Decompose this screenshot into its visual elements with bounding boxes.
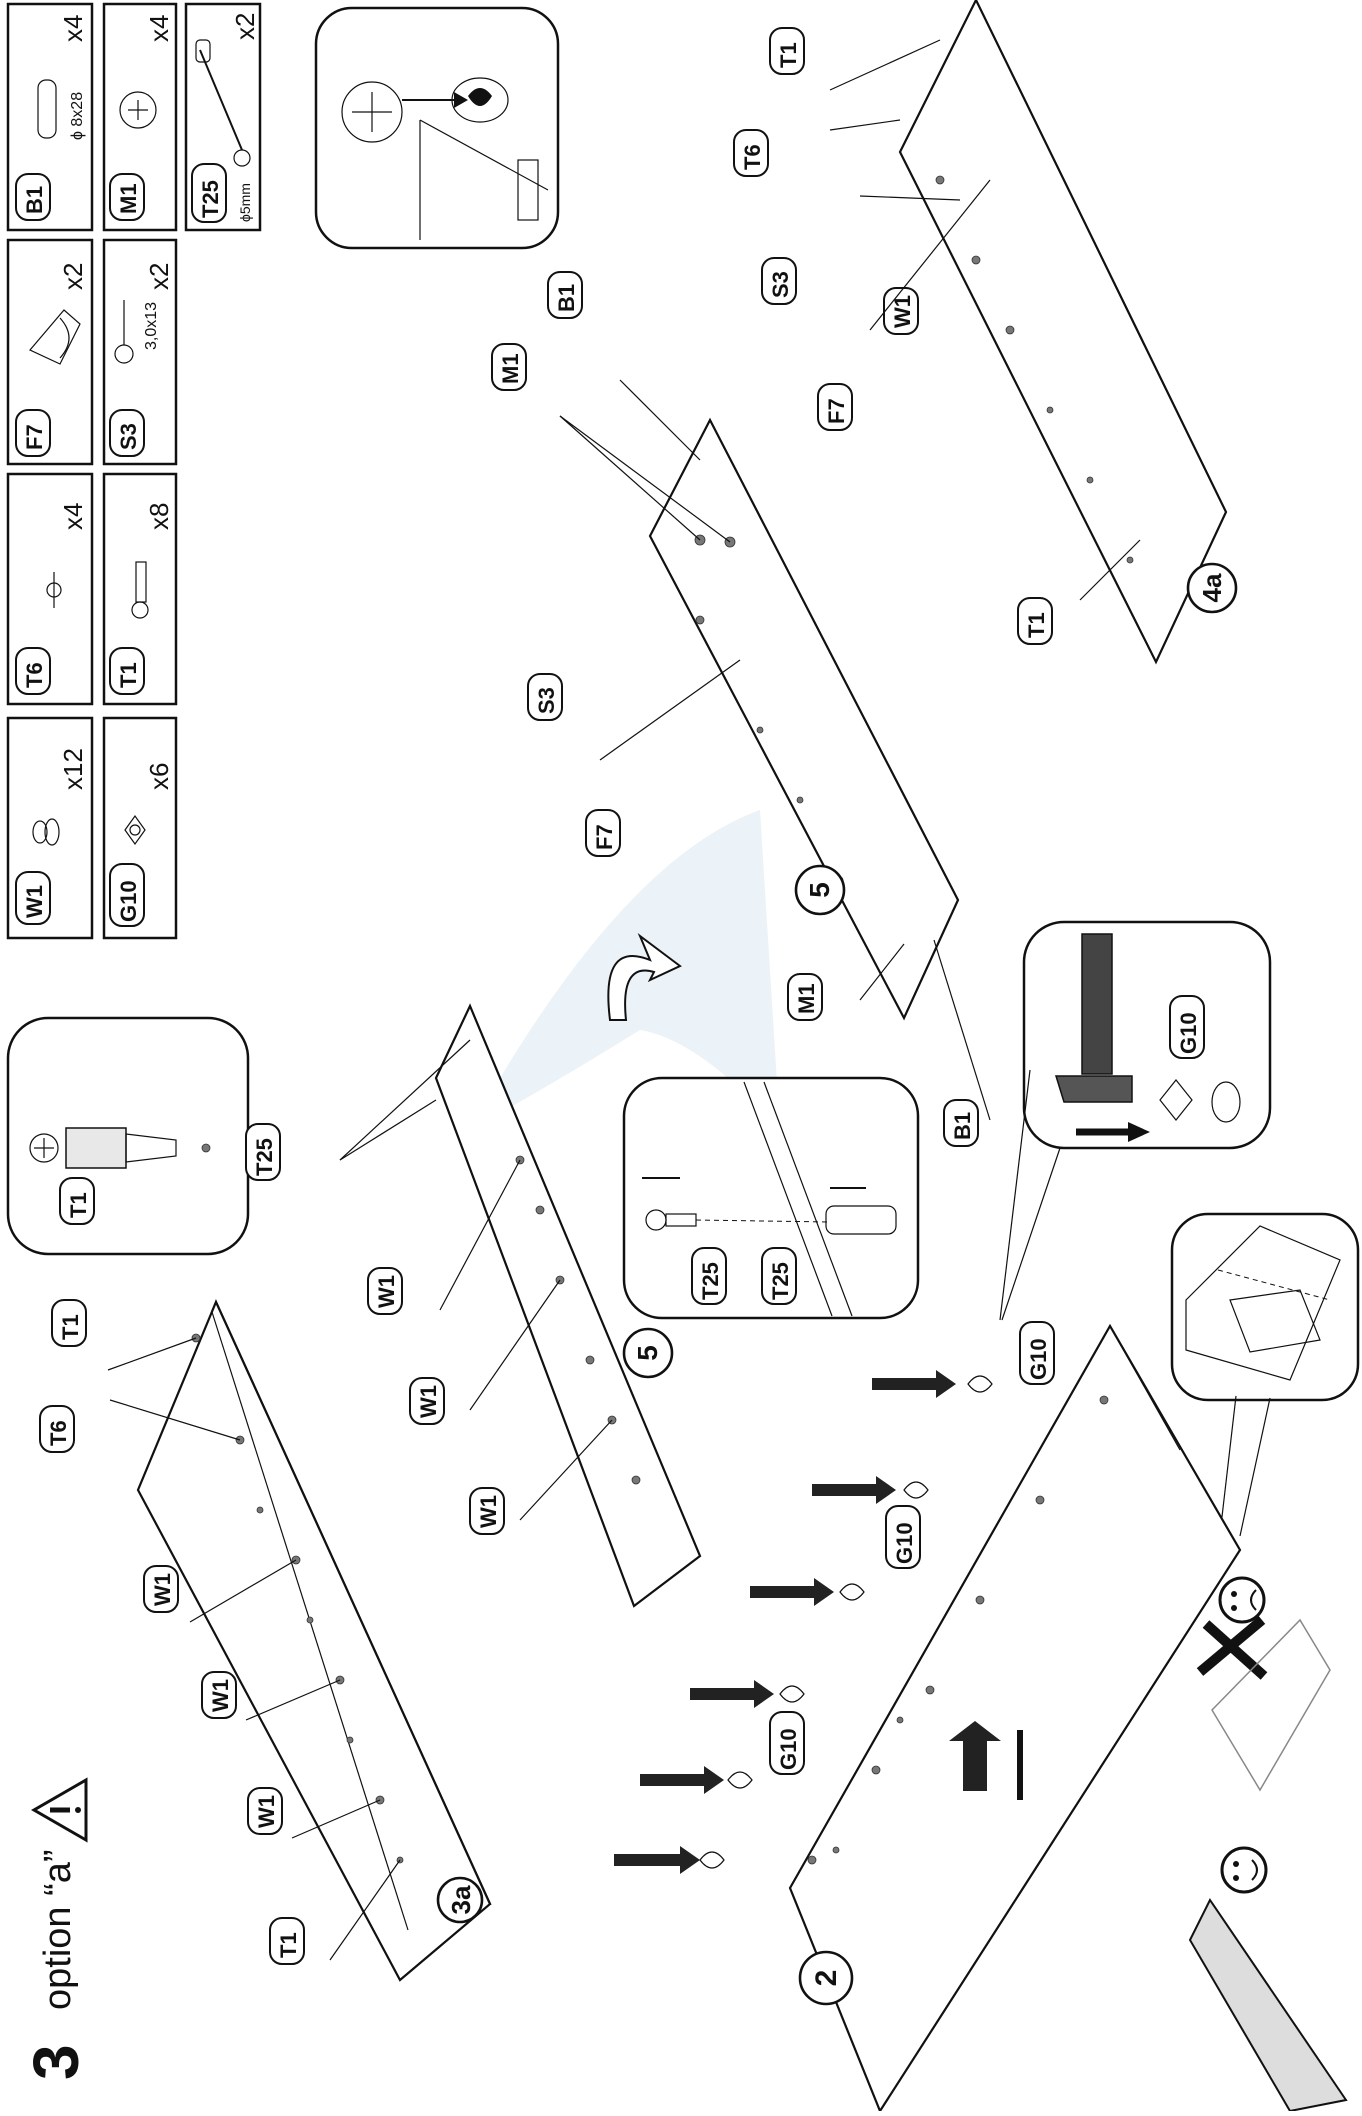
furniture-glide-icon <box>124 814 146 846</box>
part-code-g10: G10 <box>116 880 141 922</box>
callout-b1-bottom: B1 <box>950 1112 975 1140</box>
callout-w1-a: W1 <box>150 1573 175 1606</box>
detail-label-t25-a: T25 <box>698 1262 723 1300</box>
callout-w1-f: W1 <box>476 1495 501 1528</box>
callout-w1-c: W1 <box>254 1795 279 1828</box>
part-code-t25: T25 <box>198 180 223 218</box>
bolt-t25-icon <box>195 39 251 167</box>
callout-f7-right: F7 <box>824 398 849 424</box>
callout-b1-top: B1 <box>554 284 579 312</box>
part-qty-t25: x2 <box>230 13 260 40</box>
panel-5-center: 5 <box>648 417 960 1021</box>
detail-g10-hammer: G10 <box>999 920 1272 1321</box>
screw-s3-icon <box>114 300 134 364</box>
part-qty-t6: x4 <box>58 503 88 530</box>
part-qty-g10: x6 <box>144 763 174 790</box>
part-spec-s3: 3,0x13 <box>143 302 160 350</box>
option-label: option “a” <box>37 1849 79 2010</box>
detail-t1-screw: T1 <box>6 1016 250 1256</box>
panel-4a-label: 4a <box>1197 573 1227 602</box>
callout-f7-center: F7 <box>592 824 617 850</box>
wooden-dowel-icon <box>32 818 60 846</box>
part-qty-m1: x4 <box>144 15 174 42</box>
rotate-arrow-icon <box>607 933 682 1021</box>
callout-t6-right: T6 <box>740 144 765 170</box>
part-qty-s3: x2 <box>144 263 174 290</box>
warning-icon <box>30 1777 88 1843</box>
panel-3a-label: 3a <box>446 1885 476 1914</box>
panel-5-upper: 5 <box>434 1003 702 1608</box>
part-code-s3: S3 <box>116 423 141 450</box>
detail-groove-joint <box>1170 1212 1360 1537</box>
smiley-icon <box>1188 1846 1348 2113</box>
panel-3a: 3a <box>136 1299 492 1982</box>
panel-2: 2 <box>788 1323 1242 2114</box>
glide-insert-arrows <box>614 1370 993 1874</box>
g10-label-2: G10 <box>892 1522 917 1564</box>
cam-bolt-t1-icon <box>131 561 149 619</box>
part-spec-b1: ϕ 8x28 <box>69 92 86 140</box>
panel-2-label: 2 <box>810 1970 843 1987</box>
part-code-b1: B1 <box>22 186 47 214</box>
detail-label-g10: G10 <box>1176 1012 1201 1054</box>
callout-m1-bottom: M1 <box>794 983 819 1014</box>
panel-5-upper-label: 5 <box>632 1345 663 1361</box>
g10-label-1: G10 <box>776 1728 801 1770</box>
hardware-leaders <box>107 39 1141 1961</box>
callout-t25: T25 <box>252 1138 277 1176</box>
step-number: 3 <box>20 2044 92 2080</box>
sad-face-icon <box>1196 1576 1331 1792</box>
detail-label-t1: T1 <box>66 1192 91 1218</box>
part-code-w1: W1 <box>22 885 47 918</box>
callout-w1-d: W1 <box>374 1275 399 1308</box>
parts-table: W1 x12 G10 x6 T6 x4 T1 x8 F7 x2 <box>6 2 262 940</box>
part-qty-b1: x4 <box>58 15 88 42</box>
part-code-f7: F7 <box>22 424 47 450</box>
g10-label-3: G10 <box>1026 1338 1051 1380</box>
callout-t1-left-bottom: T1 <box>276 1932 301 1958</box>
part-code-t1: T1 <box>116 662 141 688</box>
detail-t25-bolt: T25 T25 <box>622 1076 920 1320</box>
part-qty-t1: x8 <box>144 503 174 530</box>
panel-4a: 4a <box>898 0 1238 665</box>
panel-5-center-label: 5 <box>804 882 835 898</box>
callout-w1-e: W1 <box>416 1385 441 1418</box>
callout-s3-center: S3 <box>534 687 559 714</box>
bracket-f7-icon <box>29 309 81 365</box>
part-qty-f7: x2 <box>58 263 88 290</box>
callout-w1-b: W1 <box>208 1679 233 1712</box>
detail-label-t25-b: T25 <box>768 1262 793 1300</box>
callout-s3-right: S3 <box>768 271 793 298</box>
hammer-icon <box>1054 933 1133 1103</box>
callout-t6-left: T6 <box>46 1420 71 1446</box>
part-code-t6: T6 <box>22 662 47 688</box>
callout-t1-left-top: T1 <box>58 1314 83 1340</box>
wooden-dowel-b1-icon <box>37 79 57 139</box>
part-code-m1: M1 <box>116 183 141 214</box>
part-qty-w1: x12 <box>58 748 88 790</box>
screw-t6-icon <box>46 572 62 608</box>
callout-m1-top: M1 <box>498 353 523 384</box>
part-spec-t25: ϕ5mm <box>237 183 253 222</box>
this-side-up-icon <box>949 1721 1023 1800</box>
detail-cam-insert <box>314 6 560 250</box>
callout-t1-right-bottom: T1 <box>1024 612 1049 638</box>
cam-lock-m1-icon <box>119 91 157 129</box>
callout-t1-right-top: T1 <box>776 42 801 68</box>
